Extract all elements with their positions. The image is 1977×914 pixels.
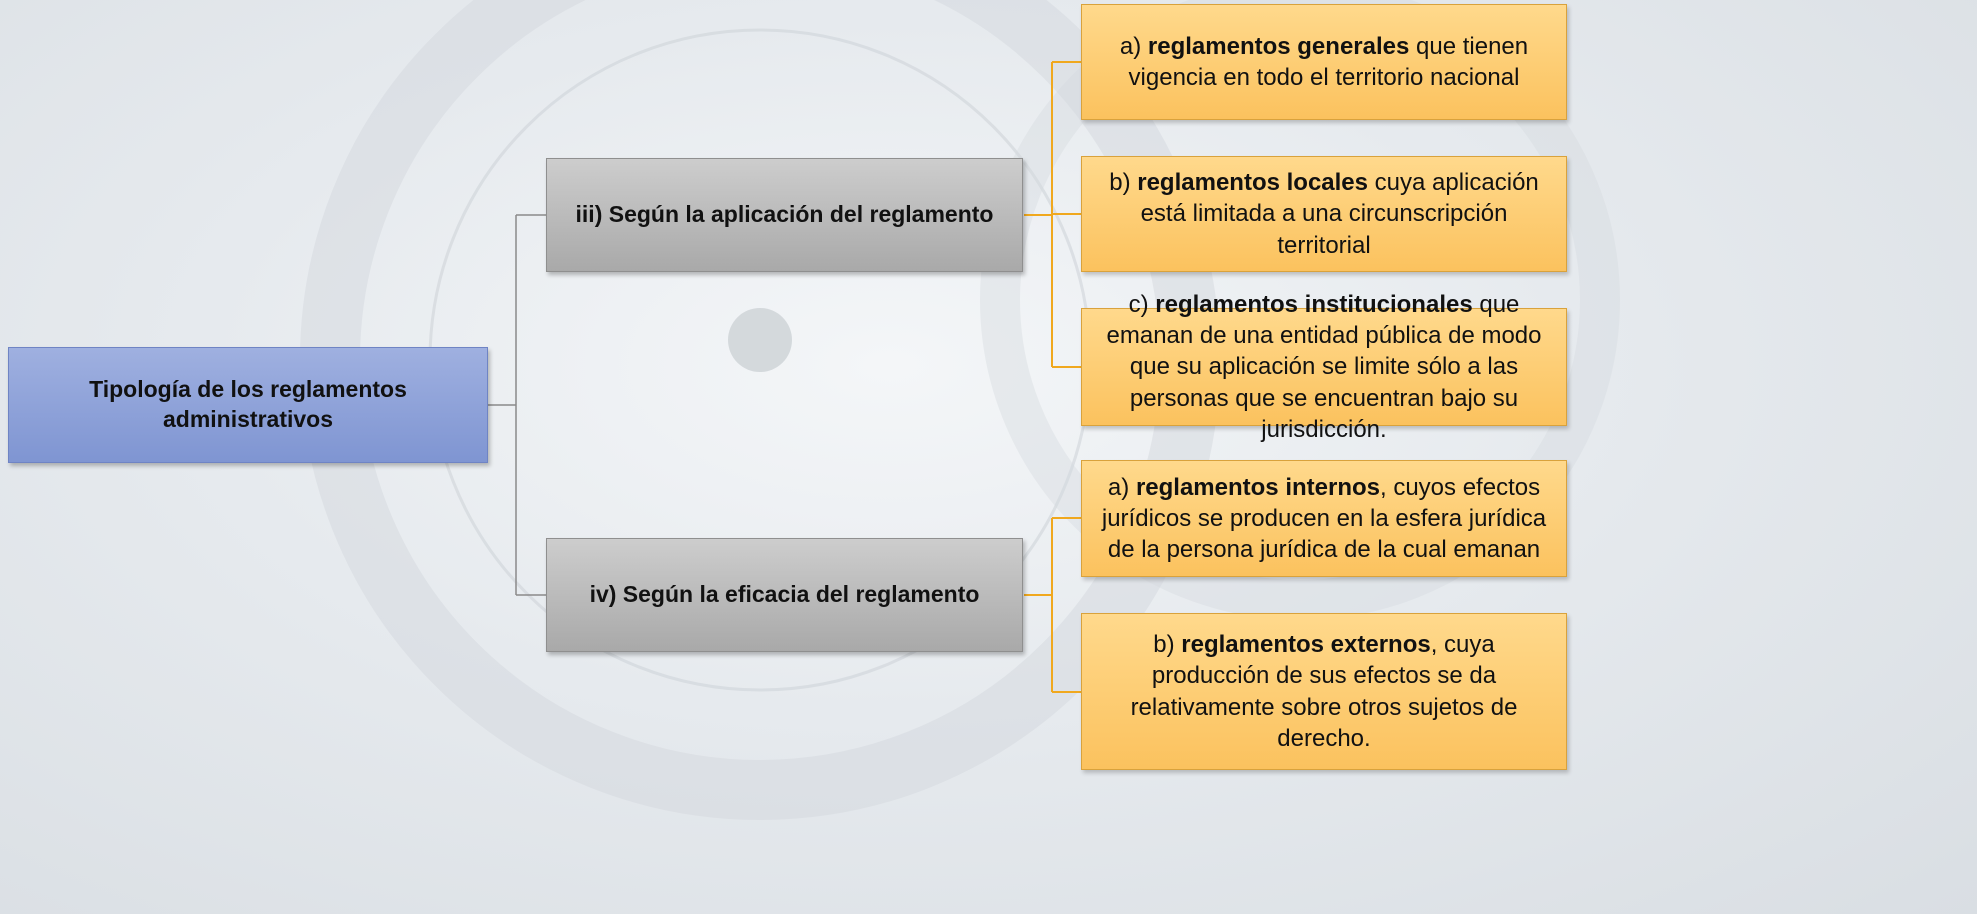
leaf-term: reglamentos externos [1181,631,1431,659]
leaf-node-reglamentos-locales: b) reglamentos locales cuya aplicación e… [1081,156,1567,272]
leaf-term: reglamentos generales [1147,32,1410,60]
connector-root-to-branches [488,214,546,596]
leaf-node-text: c) reglamentos institucionales que emana… [1094,289,1554,445]
leaf-term: reglamentos institucionales [1155,291,1473,319]
leaf-node-text: a) reglamentos internos, cuyos efectos j… [1094,472,1554,566]
leaf-node-reglamentos-internos: a) reglamentos internos, cuyos efectos j… [1081,460,1567,577]
leaf-node-text: b) reglamentos externos, cuya producción… [1094,629,1554,754]
leaf-description: que emanan de una entidad pública de mod… [1106,291,1542,443]
branch-node-eficacia: iv) Según la eficacia del reglamento [546,538,1023,652]
leaf-description: , cuyos efectos jurídicos se producen en… [1101,473,1547,564]
leaf-prefix: a) [1119,32,1148,60]
leaf-prefix: b) [1109,169,1138,197]
leaf-node-text: a) reglamentos generales que tienen vige… [1094,31,1554,93]
leaf-prefix: b) [1153,631,1182,659]
branch-node-label: iv) Según la eficacia del reglamento [589,581,980,608]
leaf-description: , cuya producción de sus efectos se da r… [1130,631,1518,752]
leaf-term: reglamentos locales [1137,169,1368,197]
connector-branch2-to-leaves [1024,517,1081,693]
leaf-term: reglamentos internos [1135,473,1380,501]
branch-node-label: iii) Según la aplicación del reglamento [575,201,994,228]
root-node-label: Tipología de los reglamentos administrat… [89,376,407,432]
connector-branch1-to-leaves [1024,61,1081,368]
leaf-node-reglamentos-generales: a) reglamentos generales que tienen vige… [1081,4,1567,120]
leaf-node-reglamentos-externos: b) reglamentos externos, cuya producción… [1081,613,1567,770]
leaf-prefix: a) [1107,473,1136,501]
branch-node-aplicacion: iii) Según la aplicación del reglamento [546,158,1023,272]
root-node: Tipología de los reglamentos administrat… [8,347,488,463]
leaf-description: que tienen vigencia en todo el territori… [1128,32,1529,91]
leaf-prefix: c) [1128,291,1156,319]
leaf-node-reglamentos-institucionales: c) reglamentos institucionales que emana… [1081,291,1567,443]
leaf-node-text: b) reglamentos locales cuya aplicación e… [1094,167,1554,261]
leaf-description: cuya aplicación está limitada a una circ… [1140,169,1539,259]
